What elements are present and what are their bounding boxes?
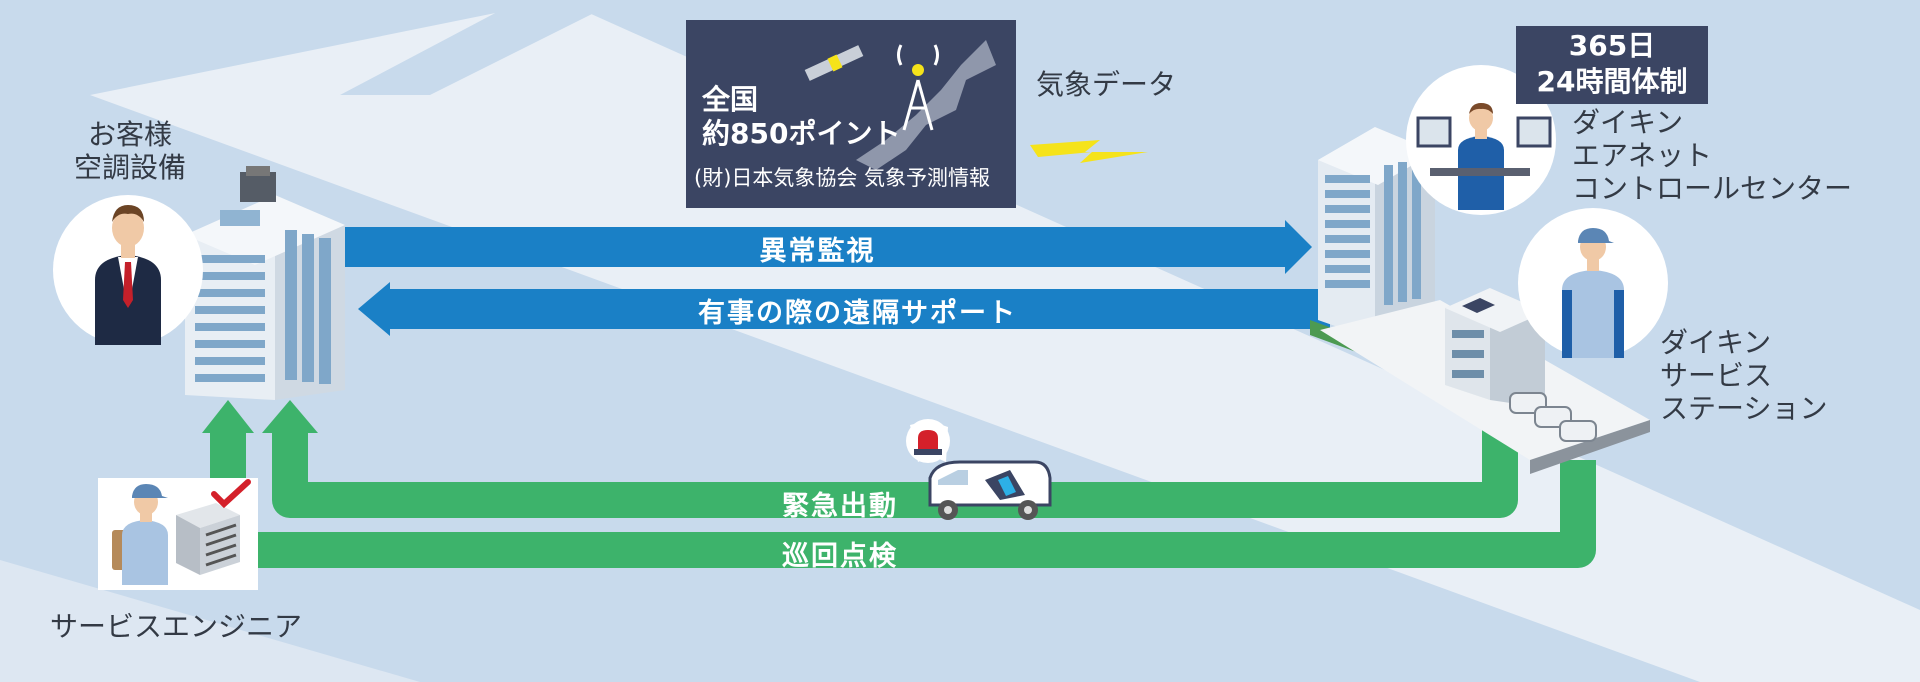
antenna-icon xyxy=(897,44,939,131)
background-band-lower xyxy=(0,560,420,682)
satellite-icon xyxy=(804,45,864,81)
inspection-arrow-label: 巡回点検 xyxy=(782,541,898,572)
engineer-icon xyxy=(112,484,168,585)
service-station-label-line2: サービス xyxy=(1660,359,1773,392)
station-staff-icon xyxy=(1562,228,1624,358)
antenna-light xyxy=(912,64,924,76)
emergency-arrow xyxy=(272,420,1518,518)
service-station-label-line1: ダイキン xyxy=(1660,326,1772,359)
weather-box-line2: 約850ポイント xyxy=(702,117,901,150)
emergency-arrow-label: 緊急出動 xyxy=(782,491,898,522)
badge-line2: 24時間体制 xyxy=(1536,65,1688,98)
ground-platform-side xyxy=(1530,420,1650,474)
monitoring-arrow xyxy=(345,220,1312,274)
weather-box-source: (財)日本気象協会 気象予測情報 xyxy=(694,166,991,190)
control-center-label-line3: コントロールセンター xyxy=(1572,172,1853,205)
ac-unit-icon xyxy=(176,503,240,575)
japan-map-graphic xyxy=(804,40,996,170)
weather-box-line1: 全国 xyxy=(702,83,759,116)
siren-icon xyxy=(906,419,950,463)
engineer-label: サービスエンジニア xyxy=(50,610,303,643)
businessman-icon xyxy=(95,205,161,345)
operator-icon xyxy=(1416,103,1552,210)
background-band-upper xyxy=(340,0,620,95)
control-center-label-line2: エアネット xyxy=(1572,139,1713,172)
service-station-label-line3: ステーション xyxy=(1660,392,1828,425)
weather-data-label: 気象データ xyxy=(1036,68,1177,101)
parked-cars xyxy=(1509,392,1597,442)
customer-label: お客様 空調設備 xyxy=(50,118,210,184)
service-van-icon xyxy=(928,460,1052,520)
remote-support-arrow xyxy=(358,282,1330,336)
customer-label-line2: 空調設備 xyxy=(73,151,186,184)
customer-label-line1: お客様 xyxy=(87,118,172,151)
remote-support-arrow-label: 有事の際の遠隔サポート xyxy=(698,298,1017,329)
customer-building xyxy=(185,166,345,400)
control-center-label: ダイキン エアネット コントロールセンター xyxy=(1572,106,1852,205)
checkmark-icon xyxy=(211,479,251,509)
lightning-icon xyxy=(1030,140,1148,163)
service-station-label: ダイキン サービス ステーション xyxy=(1660,326,1827,425)
monitoring-arrow-label: 異常監視 xyxy=(759,236,876,267)
emergency-arrow-head xyxy=(262,400,318,433)
badge-line1: 365日 xyxy=(1568,29,1656,62)
inspection-arrow-head xyxy=(202,400,254,433)
weather-data-box: 全国 約850ポイント (財)日本気象協会 気象予測情報 xyxy=(686,20,1016,208)
support-hours-badge: 365日 24時間体制 xyxy=(1516,26,1708,104)
control-center-label-line1: ダイキン xyxy=(1572,106,1684,139)
